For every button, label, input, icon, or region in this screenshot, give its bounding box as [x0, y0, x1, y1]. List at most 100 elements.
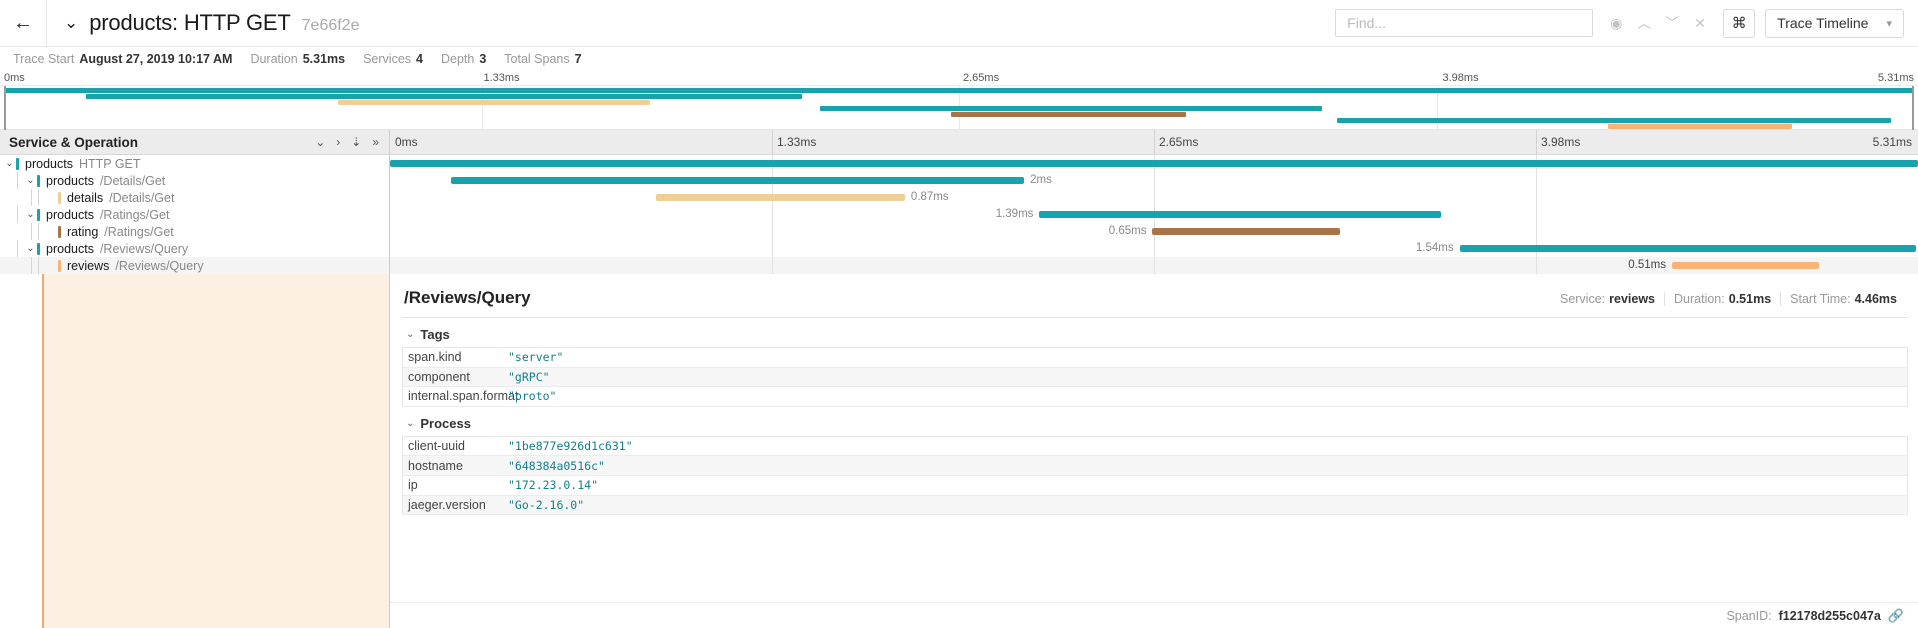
minimap-span-bar — [819, 106, 1322, 111]
process-section-header[interactable]: ⌄ Process — [402, 407, 1908, 436]
span-row-timeline[interactable]: 0.51ms — [390, 257, 1918, 274]
span-service-name: rating — [67, 224, 99, 239]
service-color-bar — [37, 208, 40, 221]
tree-guide-line — [31, 223, 32, 240]
kv-value: "172.23.0.14" — [508, 478, 599, 493]
minimap-drag-handle-left[interactable] — [4, 86, 6, 130]
span-operation-name: /Details/Get — [109, 190, 175, 205]
keyboard-shortcuts-button[interactable]: ⌘ — [1723, 8, 1756, 38]
span-service-name: products — [25, 156, 73, 171]
span-row-timeline[interactable] — [390, 155, 1918, 172]
expand-toggle-icon[interactable]: ⌄ — [26, 209, 35, 220]
span-duration-bar[interactable] — [390, 160, 1918, 167]
span-operation-name: /Reviews/Query — [99, 241, 189, 256]
span-service-name: details — [67, 190, 104, 205]
minimap-span-bar — [338, 100, 650, 105]
expand-all-icon[interactable]: » — [372, 135, 379, 149]
link-icon[interactable]: 🔗 — [1887, 607, 1904, 623]
page-header: ← ⌄ products: HTTP GET 7e66f2e ◉ ︿ ﹀ ✕ ⌘… — [0, 0, 1918, 47]
trace-id: 7e66f2e — [301, 17, 360, 34]
minimap-drag-handle-right[interactable] — [1912, 86, 1914, 130]
span-row-label[interactable]: ⌄products/Ratings/Get — [0, 206, 390, 223]
meta-value: August 27, 2019 10:17 AM — [79, 52, 233, 66]
service-color-bar — [58, 191, 61, 204]
span-duration-bar[interactable] — [1152, 228, 1341, 235]
collapse-one-icon[interactable]: ⌄ — [315, 135, 326, 149]
detail-service-label: Service: — [1559, 292, 1606, 306]
process-row: client-uuid"1be877e926d1c631" — [403, 437, 1907, 457]
kv-key: internal.span.format — [408, 389, 519, 404]
expand-toggle-icon[interactable]: ⌄ — [26, 243, 35, 254]
span-operation-name: /Details/Get — [99, 173, 166, 188]
span-row-label[interactable]: ⌄details/Details/Get — [0, 189, 390, 206]
find-input-wrapper[interactable] — [1335, 9, 1594, 37]
kv-key: jaeger.version — [408, 497, 486, 512]
span-row[interactable]: ⌄reviews/Reviews/Query 0.51ms — [0, 257, 1918, 274]
timeline-gridline — [1154, 257, 1155, 274]
span-duration-bar[interactable] — [1039, 211, 1442, 218]
gutter-accent-line — [42, 274, 44, 628]
view-mode-select[interactable]: Trace Timeline ▾ — [1765, 8, 1904, 38]
minimap-canvas[interactable] — [4, 86, 1914, 130]
minimap-gridline — [1436, 86, 1438, 130]
span-operation-name: /Reviews/Query — [115, 258, 204, 273]
span-row-timeline[interactable]: 1.54ms — [390, 240, 1918, 257]
timeline-gridline — [772, 223, 773, 240]
expand-one-icon[interactable]: › — [336, 135, 341, 149]
span-duration-label: 0.51ms — [1628, 259, 1666, 271]
span-duration-bar[interactable] — [1671, 262, 1819, 269]
command-icon: ⌘ — [1731, 15, 1747, 32]
detail-meta: Service:reviews Duration:0.51ms Start Ti… — [1551, 292, 1906, 306]
collapse-all-icon[interactable]: ⇣ — [351, 135, 362, 149]
span-duration-bar[interactable] — [655, 194, 905, 201]
expand-toggle-icon[interactable]: ⌄ — [5, 158, 14, 169]
meta-value: 7 — [574, 52, 582, 66]
chevron-up-icon[interactable]: ︿ — [1637, 15, 1652, 31]
kv-key: hostname — [408, 458, 463, 473]
minimap-span-bar — [86, 94, 803, 99]
tree-guide-line — [31, 189, 32, 206]
chevron-down-icon[interactable]: ⌄ — [64, 13, 79, 32]
span-row-timeline[interactable]: 0.65ms — [390, 223, 1918, 240]
detail-gutter — [0, 274, 390, 628]
close-icon[interactable]: ✕ — [1694, 14, 1707, 31]
back-button[interactable]: ← — [0, 0, 47, 47]
chevron-down-icon[interactable]: ﹀ — [1665, 15, 1680, 31]
tags-section-header[interactable]: ⌄ Tags — [402, 318, 1908, 347]
detail-service: Service:reviews — [1551, 292, 1664, 306]
meta-label: Total Spans — [504, 52, 570, 66]
span-row-label[interactable]: ⌄rating/Ratings/Get — [0, 223, 390, 240]
span-row-timeline[interactable]: 0.87ms — [390, 189, 1918, 206]
search-input[interactable] — [1347, 15, 1582, 31]
header-actions: ◉ ︿ ﹀ ✕ ⌘ Trace Timeline ▾ — [1335, 8, 1918, 38]
span-row-label[interactable]: ⌄products/Details/Get — [0, 172, 390, 189]
span-row-label[interactable]: ⌄reviews/Reviews/Query — [0, 257, 390, 274]
minimap-tick: 3.98ms — [1442, 72, 1479, 84]
span-duration-bar[interactable] — [451, 177, 1025, 184]
detail-header: /Reviews/Query Service:reviews Duration:… — [402, 288, 1908, 318]
minimap-span-bar — [951, 112, 1187, 117]
span-duration-bar[interactable] — [1459, 245, 1917, 252]
search-nav-controls: ◉ ︿ ﹀ ✕ — [1603, 10, 1713, 36]
span-row-label[interactable]: ⌄products/Reviews/Query — [0, 240, 390, 257]
minimap-span-bar — [4, 88, 1914, 93]
spanid-value: f12178d255c047a — [1778, 608, 1881, 623]
timeline-gridline — [1536, 223, 1537, 240]
span-row-timeline[interactable]: 2ms — [390, 172, 1918, 189]
span-row-timeline[interactable]: 1.39ms — [390, 206, 1918, 223]
meta-value: 4 — [416, 52, 423, 66]
chevron-down-icon: ▾ — [1886, 17, 1892, 30]
target-icon[interactable]: ◉ — [1610, 14, 1623, 31]
expand-toggle-icon[interactable]: ⌄ — [26, 175, 35, 186]
timeline-tick: 0ms — [395, 135, 418, 149]
